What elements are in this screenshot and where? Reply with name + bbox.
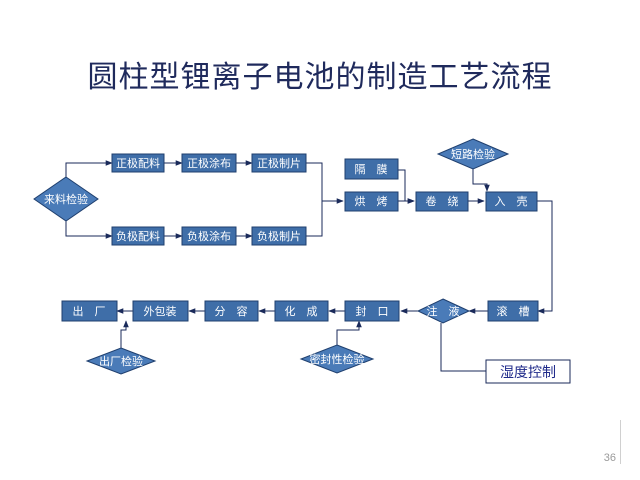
box-formation: 化 成 <box>274 300 329 322</box>
slide-edge-rule <box>620 420 621 464</box>
diamond-incoming-inspection: 来料检验 <box>33 176 99 222</box>
label-formation: 化 成 <box>285 304 318 318</box>
label-sealing: 封 口 <box>356 304 389 318</box>
flow-connectors <box>65 160 553 372</box>
box-grading: 分 容 <box>204 300 259 322</box>
label-winding: 卷 绕 <box>426 194 459 208</box>
label-shipping: 出 厂 <box>73 304 106 318</box>
connector-neg-sheet-to-baking <box>306 201 323 237</box>
label-grading: 分 容 <box>215 304 248 318</box>
label-seal-test: 密封性检验 <box>310 352 365 366</box>
box-positive-sheet: 正极制片 <box>251 153 307 173</box>
label-injection: 注 液 <box>427 304 460 318</box>
diamond-short-circuit-test: 短路检验 <box>436 138 510 170</box>
connector-separator-to-winding <box>398 169 415 204</box>
label-casing: 入 壳 <box>495 194 528 208</box>
box-shipping: 出 厂 <box>61 300 118 322</box>
connector-seal-test-to-sealing <box>336 320 362 345</box>
label-baking: 烘 烤 <box>355 194 388 208</box>
label-humidity-control: 湿度控制 <box>500 365 556 381</box>
connector-pos-sheet-to-baking <box>306 162 344 204</box>
box-separator: 隔 膜 <box>344 158 399 180</box>
connector-short-test-to-casing <box>472 169 490 192</box>
label-positive-sheet: 正极制片 <box>257 156 301 170</box>
box-casing: 入 壳 <box>485 191 538 212</box>
label-negative-batching: 负极配料 <box>116 229 160 243</box>
box-baking: 烘 烤 <box>344 191 399 212</box>
label-negative-sheet: 负极制片 <box>257 229 301 243</box>
box-negative-batching: 负极配料 <box>111 226 165 246</box>
box-negative-sheet: 负极制片 <box>251 226 307 246</box>
box-packaging: 外包装 <box>132 300 189 322</box>
callout-humidity-control: 湿度控制 <box>485 359 571 384</box>
label-incoming-inspection: 来料检验 <box>44 192 88 206</box>
page-number: 36 <box>603 452 616 464</box>
diamond-injection: 注 液 <box>416 298 471 324</box>
label-short-circuit-test: 短路检验 <box>451 147 495 161</box>
connector-injection-to-humidity <box>440 323 486 372</box>
label-positive-coating: 正极涂布 <box>187 156 231 170</box>
label-negative-coating: 负极涂布 <box>187 229 231 243</box>
label-factory-inspection: 出厂检验 <box>99 354 143 368</box>
box-sealing: 封 口 <box>344 300 400 322</box>
diamond-seal-test: 密封性检验 <box>299 344 375 374</box>
box-positive-batching: 正极配料 <box>111 153 165 173</box>
box-winding: 卷 绕 <box>415 191 469 212</box>
connector-casing-to-grooving <box>537 200 553 314</box>
label-positive-batching: 正极配料 <box>116 156 160 170</box>
label-packaging: 外包装 <box>144 305 177 318</box>
box-grooving: 滚 槽 <box>487 300 539 322</box>
label-grooving: 滚 槽 <box>497 304 530 318</box>
label-separator: 隔 膜 <box>355 163 388 176</box>
page-title: 圆柱型锂离子电池的制造工艺流程 <box>87 60 553 95</box>
box-negative-coating: 负极涂布 <box>181 226 237 246</box>
connector-factory-inspection-to-packaging <box>120 320 129 348</box>
box-positive-coating: 正极涂布 <box>181 153 237 173</box>
diamond-factory-inspection: 出厂检验 <box>85 347 157 375</box>
